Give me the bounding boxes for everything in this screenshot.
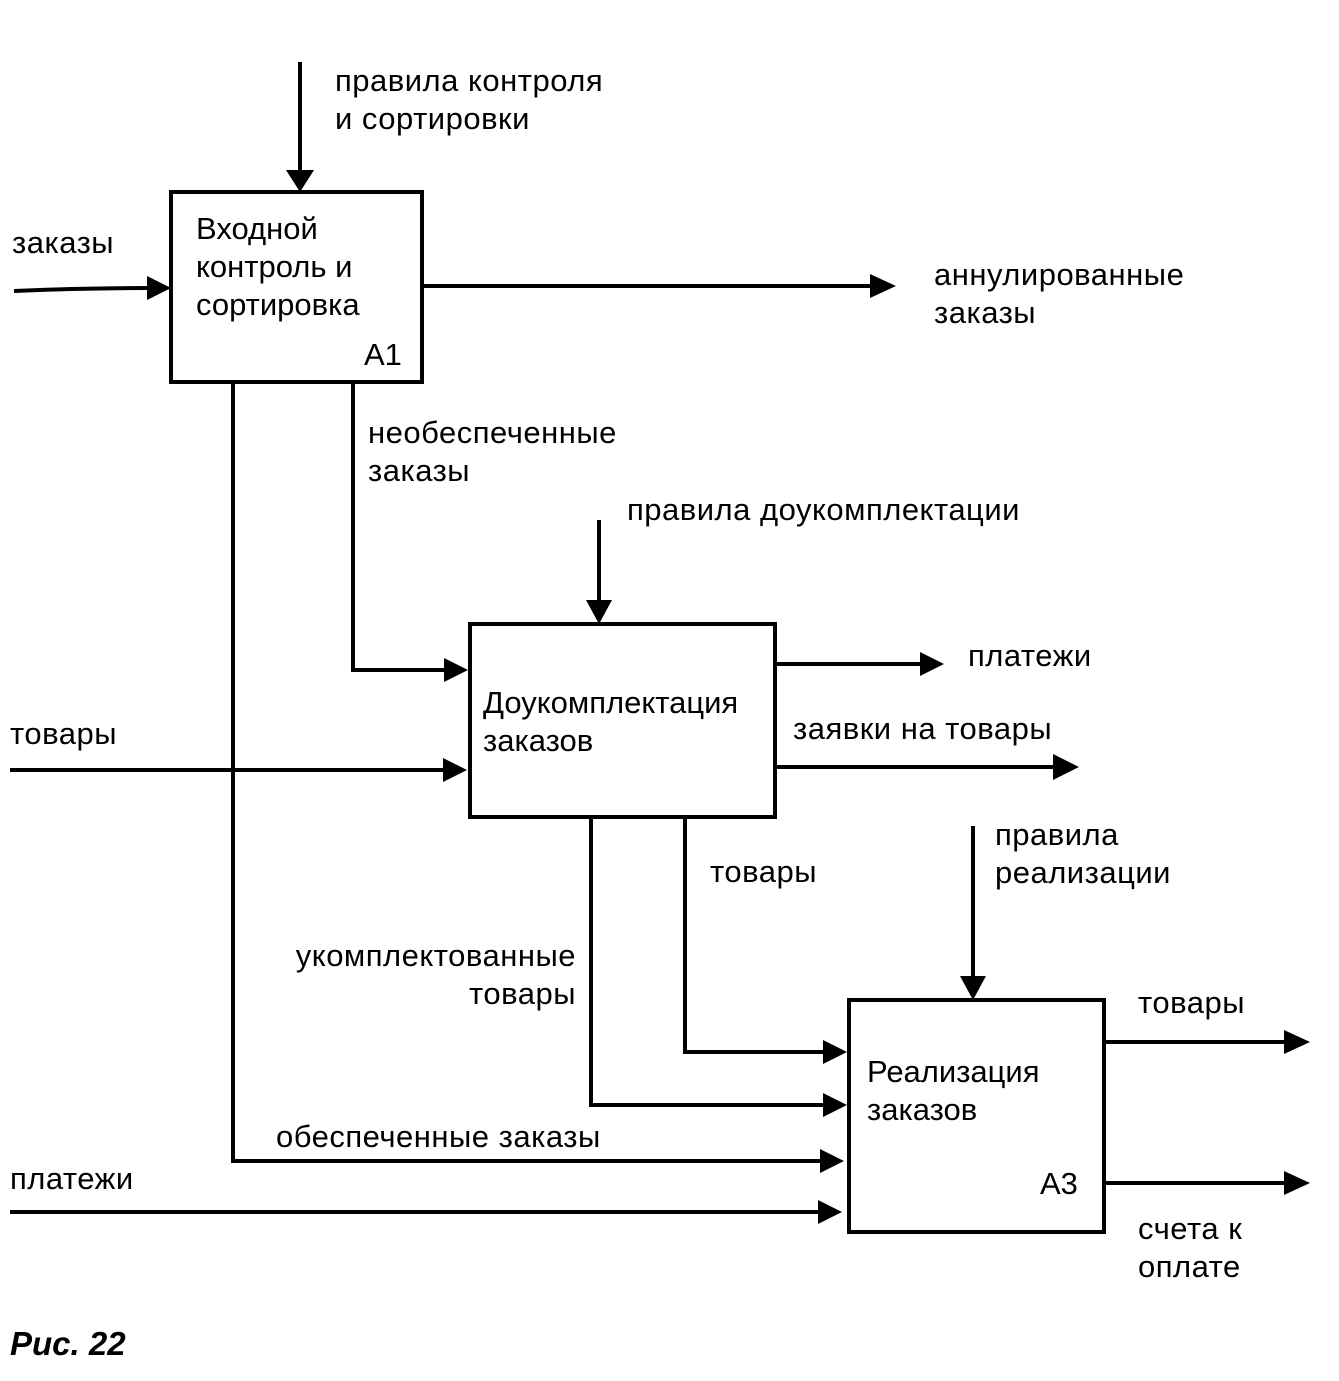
arrowhead-output-payments bbox=[920, 652, 944, 676]
arrowhead-goods-a2-a3 bbox=[823, 1040, 847, 1064]
arrowhead-unfulfilled bbox=[444, 658, 468, 682]
arrowhead-output-cancelled bbox=[870, 274, 896, 298]
box-a1-title: Входной контроль и сортировка bbox=[196, 211, 360, 322]
figure-caption: Рис. 22 bbox=[10, 1325, 126, 1362]
box-a3-title: Реализация заказов bbox=[867, 1054, 1040, 1127]
arrowhead-output-goods bbox=[1284, 1030, 1310, 1054]
arrow-input-orders bbox=[13, 286, 151, 293]
arrow-goods-a2-a3 bbox=[683, 817, 825, 1054]
label-input-goods: товары bbox=[10, 716, 117, 751]
label-output-invoices: счета к оплате bbox=[1138, 1211, 1243, 1284]
label-output-cancelled: аннулированные заказы bbox=[934, 257, 1185, 330]
label-unfulfilled: необеспеченные заказы bbox=[368, 415, 617, 488]
arrowhead-control-a1 bbox=[286, 170, 314, 192]
box-a3-code: A3 bbox=[1040, 1166, 1078, 1201]
label-completed-goods: укомплектованные товары bbox=[295, 938, 576, 1011]
label-input-orders: заказы bbox=[12, 225, 115, 260]
label-output-requests: заявки на товары bbox=[793, 711, 1053, 746]
arrowhead-input-goods bbox=[443, 758, 467, 782]
label-output-payments: платежи bbox=[968, 638, 1092, 673]
label-control-a1: правила контроля и сортировки bbox=[335, 63, 604, 136]
label-output-goods: товары bbox=[1138, 985, 1245, 1020]
box-a1-code: A1 bbox=[364, 337, 402, 372]
label-control-a3: правила реализации bbox=[995, 817, 1171, 890]
arrow-fulfilled-orders bbox=[231, 382, 822, 1163]
arrowhead-input-payments bbox=[818, 1200, 842, 1224]
arrowhead-control-a3 bbox=[960, 976, 986, 1000]
label-goods-a2-a3: товары bbox=[710, 854, 817, 889]
arrowhead-input-orders bbox=[147, 276, 171, 300]
label-control-a2: правила доукомплектации bbox=[627, 492, 1020, 527]
arrowhead-output-requests bbox=[1053, 754, 1079, 780]
arrow-unfulfilled bbox=[351, 382, 446, 672]
box-a2[interactable] bbox=[468, 622, 777, 819]
arrow-completed-goods bbox=[589, 817, 825, 1107]
label-fulfilled-orders: обеспеченные заказы bbox=[276, 1119, 601, 1154]
arrowhead-completed-goods bbox=[823, 1093, 847, 1117]
box-a3[interactable] bbox=[847, 998, 1106, 1234]
arrowhead-control-a2 bbox=[586, 600, 612, 624]
arrowhead-fulfilled-orders bbox=[820, 1149, 844, 1173]
box-a2-title: Доукомплектация заказов bbox=[483, 685, 739, 758]
arrowhead-output-invoices bbox=[1284, 1171, 1310, 1195]
label-input-payments: платежи bbox=[10, 1161, 134, 1196]
